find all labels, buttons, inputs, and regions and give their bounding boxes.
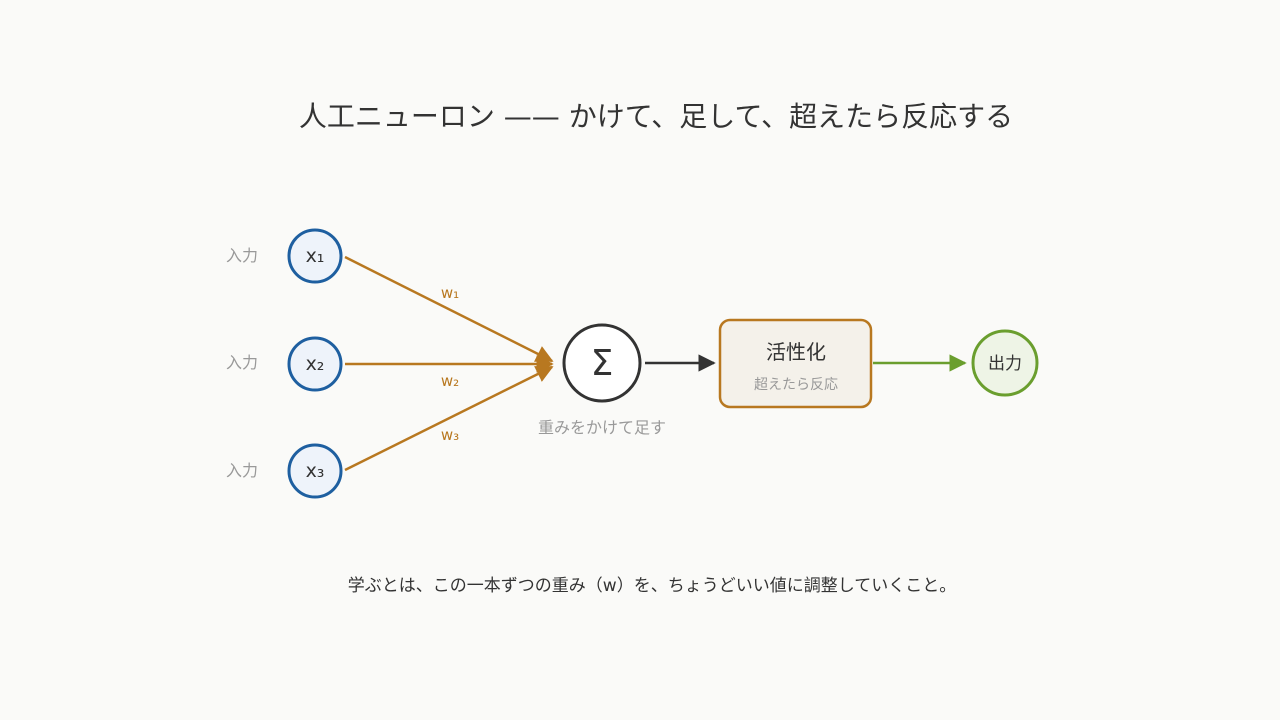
activation-box (718, 318, 873, 409)
input-node-label-3: x₃ (306, 460, 325, 482)
activation-subtitle: 超えたら反応 (754, 377, 838, 393)
input-node-label-1: x₁ (306, 245, 325, 267)
input-side-label-3: 入力 (226, 461, 258, 480)
sigma-symbol: Σ (591, 343, 614, 384)
input-node-3 (287, 443, 343, 499)
activation-title: 活性化 (766, 340, 826, 364)
input-node-label-2: x₂ (306, 353, 325, 375)
input-node-1 (287, 228, 343, 284)
output-node-label: 出力 (988, 354, 1022, 374)
bottom-caption: 学ぶとは、この一本ずつの重み（w）を、ちょうどいい値に調整していくこと。 (348, 576, 956, 596)
input-node-2 (287, 336, 343, 392)
sum-node (562, 323, 642, 403)
connection-line-1 (344, 255, 554, 363)
sum-caption: 重みをかけて足す (538, 418, 666, 437)
weight-label-1: w₁ (441, 284, 459, 302)
weight-label-2: w₂ (441, 372, 459, 390)
diagram-title: 人工ニューロン —— かけて、足して、超えたら反応する (299, 100, 1013, 133)
input-side-label-1: 入力 (226, 246, 258, 265)
weight-label-3: w₃ (441, 426, 459, 444)
input-side-label-2: 入力 (226, 353, 258, 372)
output-node (971, 329, 1039, 397)
connection-line-3 (344, 365, 554, 472)
